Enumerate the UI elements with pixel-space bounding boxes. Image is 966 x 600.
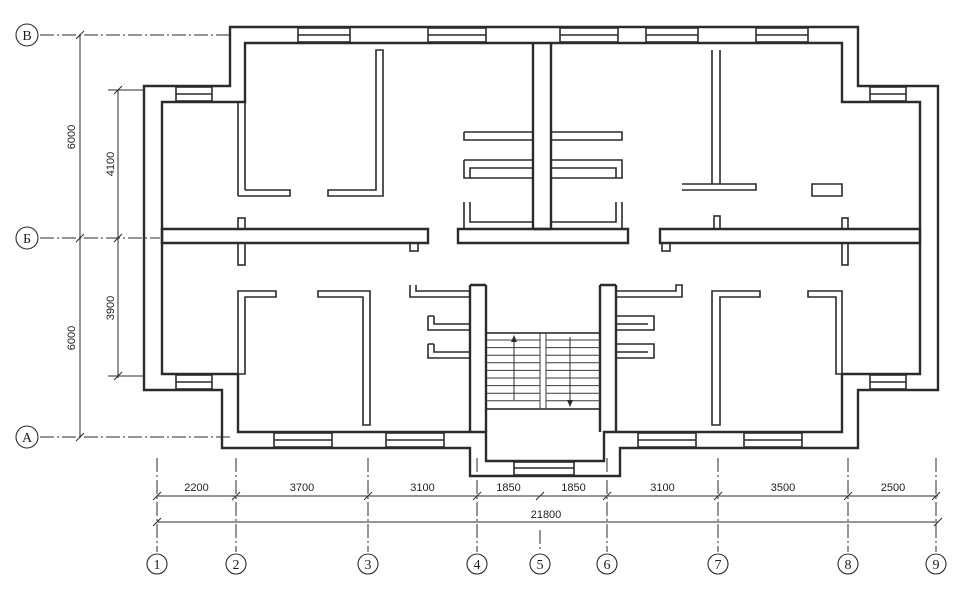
row-axis-label: А bbox=[22, 431, 33, 446]
dimension-label: 1850 bbox=[496, 482, 520, 494]
dimension-label: 2500 bbox=[881, 482, 905, 494]
dimension-label: 3100 bbox=[410, 482, 434, 494]
staircase bbox=[485, 332, 601, 410]
interior-walls bbox=[160, 43, 922, 432]
outer-walls bbox=[142, 25, 940, 478]
dimension-label: 6000 bbox=[66, 326, 78, 350]
column-axis-bubble bbox=[925, 553, 947, 575]
column-axis-label: 9 bbox=[933, 558, 940, 573]
dimension-label: 1850 bbox=[561, 482, 585, 494]
dimension-label: 6000 bbox=[66, 125, 78, 149]
column-axis-bubble bbox=[707, 553, 729, 575]
column-axis-bubble bbox=[357, 553, 379, 575]
column-axes: 1 2 3 4 5 6 7 8 9 2200 3700 3100 1850 1850 3100 3500 250… bbox=[146, 458, 947, 575]
dimension-tick bbox=[933, 517, 943, 527]
row-axis-label: В bbox=[22, 29, 31, 44]
dimension-tick bbox=[602, 491, 612, 501]
row-axis-label: Б bbox=[23, 232, 31, 247]
dimension-tick bbox=[363, 491, 373, 501]
column-axis-bubble bbox=[466, 553, 488, 575]
dimension-label: 3700 bbox=[290, 482, 314, 494]
column-axis-label: 5 bbox=[537, 558, 544, 573]
dimension-tick bbox=[931, 491, 941, 501]
party-wall bbox=[531, 43, 553, 231]
stair-core-walls bbox=[468, 283, 618, 432]
column-axis-label: 1 bbox=[154, 558, 161, 573]
column-axis-label: 2 bbox=[233, 558, 240, 573]
dimension-tick bbox=[231, 491, 241, 501]
dimension-tick bbox=[535, 491, 545, 501]
column-axis-bubble bbox=[529, 553, 551, 575]
column-axis-label: 7 bbox=[715, 558, 722, 573]
corridor-wall-right bbox=[658, 227, 922, 245]
column-axis-bubble bbox=[225, 553, 247, 575]
column-axis-label: 3 bbox=[365, 558, 372, 573]
column-axis-bubble bbox=[146, 553, 168, 575]
dimension-label: 3100 bbox=[650, 482, 674, 494]
exterior-wall-outline bbox=[142, 25, 940, 478]
dimension-label: 3500 bbox=[771, 482, 795, 494]
column-axis-label: 4 bbox=[474, 558, 481, 573]
column-axis-label: 6 bbox=[604, 558, 611, 573]
corridor-wall-left bbox=[160, 227, 430, 245]
column-axis-label: 8 bbox=[845, 558, 852, 573]
dimension-tick bbox=[472, 491, 482, 501]
corridor-wall-center bbox=[456, 227, 630, 245]
dimension-tick bbox=[152, 491, 162, 501]
column-axis-bubble bbox=[596, 553, 618, 575]
dimension-label: 3900 bbox=[105, 296, 117, 320]
windows bbox=[175, 27, 907, 476]
row-axes: В Б А 6000 6000 4100 3900 bbox=[15, 23, 232, 449]
dimension-tick bbox=[713, 491, 723, 501]
dimension-label: 2200 bbox=[184, 482, 208, 494]
total-dimension-label: 21800 bbox=[531, 509, 562, 521]
column-axis-bubble bbox=[837, 553, 859, 575]
dimension-label: 4100 bbox=[105, 152, 117, 176]
dimension-tick bbox=[843, 491, 853, 501]
interior-wall-outline bbox=[160, 41, 922, 463]
dimension-tick bbox=[152, 517, 162, 527]
